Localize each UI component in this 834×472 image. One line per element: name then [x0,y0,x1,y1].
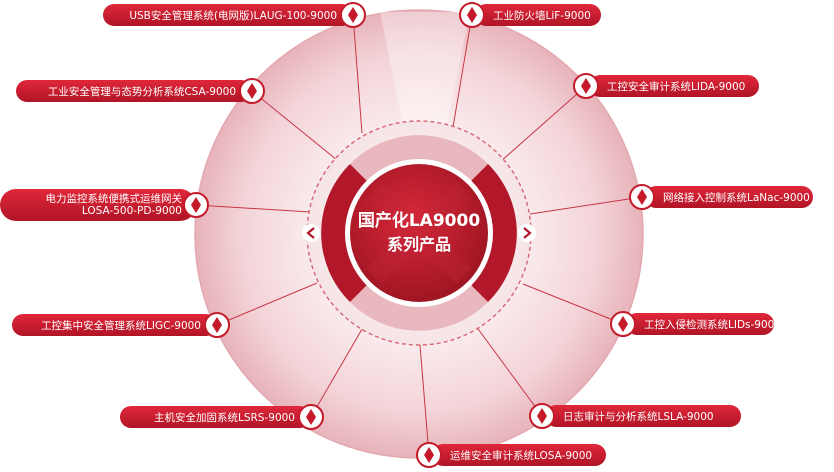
connector-line [216,282,318,326]
connector-line [251,90,338,161]
diamond-icon [191,197,201,213]
connector-line [352,14,363,134]
connector-line [472,321,543,417]
connector-line [451,14,473,134]
center-title-line2: 系列产品 [387,235,451,254]
connector-line [529,196,643,215]
product-label: LOSA-500-PD-9000 [82,205,182,217]
product-label: 电力监控系统便携式运维网关 [46,192,183,205]
product-node-ligc[interactable]: 工控集中安全管理系统LIGC-9000 [12,312,230,338]
connector-line [419,344,430,456]
product-node-lids[interactable]: 工控入侵检测系统LIDs-9000 [610,311,781,337]
product-label: 工控集中安全管理系统LIGC-9000 [41,319,201,332]
diamond-icon [306,409,316,425]
diamond-icon [247,83,257,99]
diamond-icon [212,317,222,333]
diamond-icon [424,447,434,463]
product-pill[interactable] [432,444,606,466]
product-pill[interactable] [626,313,774,335]
diamond-icon [348,7,358,23]
product-nodes: USB安全管理系统(电网版)LAUG-100-9000 工业防火墙LiF-9000… [0,2,813,468]
product-label: 运维安全审计系统LOSA-9000 [450,449,592,462]
connector-line [499,85,587,163]
product-label: 主机安全加固系统LSRS-9000 [154,411,295,424]
product-pill[interactable] [16,80,252,102]
product-pill[interactable] [475,4,601,26]
product-node-csa[interactable]: 工业安全管理与态势分析系统CSA-9000 [16,78,265,104]
product-node-lsla[interactable]: 日志审计与分析系统LSLA-9000 [529,403,741,429]
product-node-laug[interactable]: USB安全管理系统(电网版)LAUG-100-9000 [103,2,366,28]
product-node-lanac[interactable]: 网络接入控制系统LaNac-9000 [629,184,813,210]
connector-line [522,283,624,325]
product-label: USB安全管理系统(电网版)LAUG-100-9000 [129,9,337,22]
diamond-icon [537,408,547,424]
diamond-icon [637,189,647,205]
product-label: 工控入侵检测系统LIDs-9000 [644,318,781,331]
product-pill[interactable] [645,186,813,208]
product-pill[interactable] [120,406,311,428]
product-node-lsrs[interactable]: 主机安全加固系统LSRS-9000 [120,404,324,430]
center-title-line1: 国产化LA9000 [358,210,480,231]
product-label: 工业防火墙LiF-9000 [493,9,591,22]
diamond-icon [618,316,628,332]
connector-line [195,204,311,213]
chevron-right-icon[interactable] [518,224,536,242]
product-node-lif[interactable]: 工业防火墙LiF-9000 [459,2,601,28]
connector-line [310,323,366,418]
product-label: 工业安全管理与态势分析系统CSA-9000 [48,85,236,98]
chevron-left-icon[interactable] [302,224,320,242]
product-pill[interactable] [0,189,196,221]
diamond-icon [467,7,477,23]
product-label: 工控安全审计系统LIDA-9000 [607,80,745,93]
product-node-lida[interactable]: 工控安全审计系统LIDA-9000 [573,73,759,99]
product-pill[interactable] [12,314,217,336]
product-label: 网络接入控制系统LaNac-9000 [663,191,810,204]
core-circle [350,164,488,302]
product-label: 日志审计与分析系统LSLA-9000 [563,410,714,423]
product-node-losa[interactable]: 运维安全审计系统LOSA-9000 [416,442,606,468]
product-pill[interactable] [589,75,759,97]
product-pill[interactable] [103,4,353,26]
diamond-icon [581,78,591,94]
core-x-mark [366,182,472,284]
product-pill[interactable] [545,405,741,427]
connector-lines [195,14,643,456]
